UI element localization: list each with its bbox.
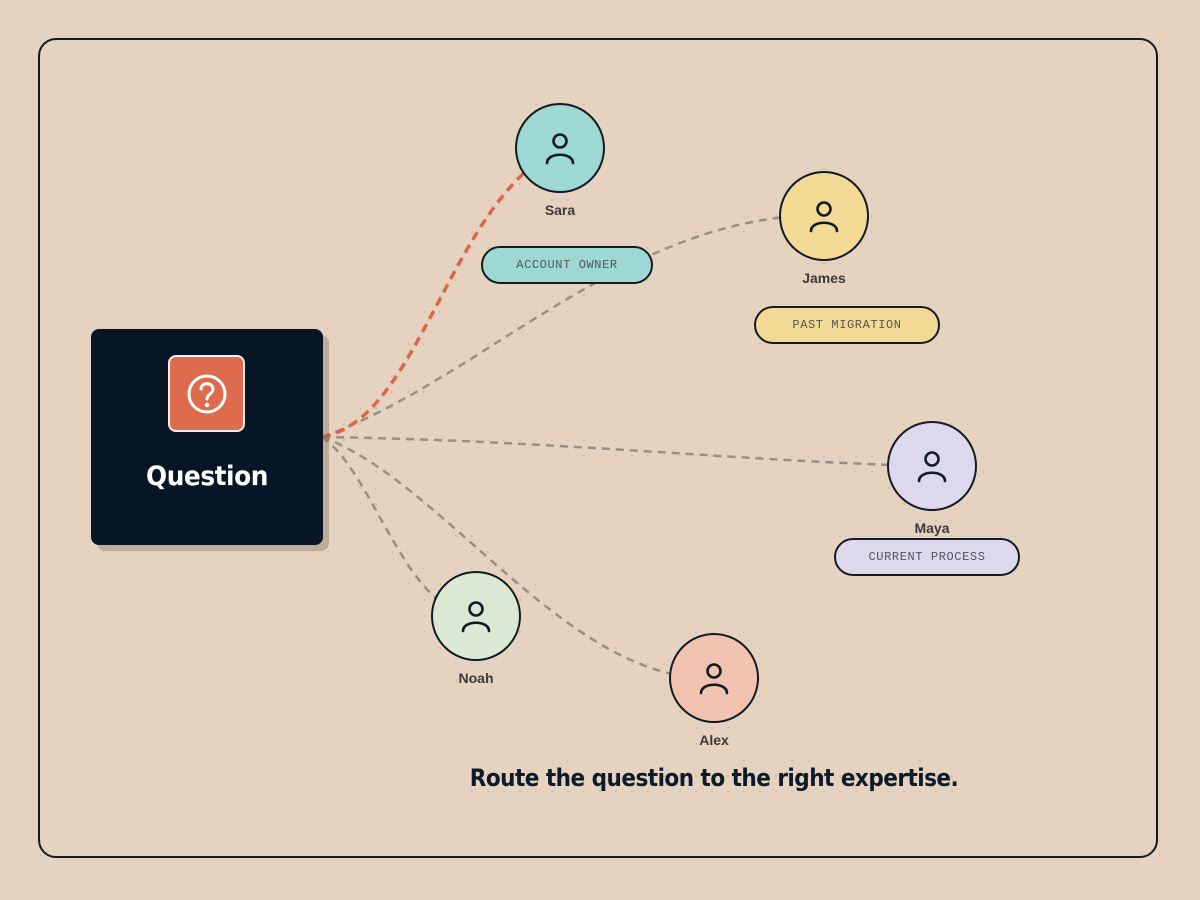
person-node-sara[interactable]	[515, 103, 605, 193]
question-mark-icon	[168, 355, 245, 432]
person-name-noah: Noah	[458, 670, 494, 686]
diagram-frame	[38, 38, 1158, 858]
person-node-alex[interactable]	[669, 633, 759, 723]
person-node-maya[interactable]	[887, 421, 977, 511]
tag-account-owner: ACCOUNT OWNER	[481, 246, 653, 284]
question-label: Question	[146, 461, 268, 492]
person-icon	[699, 663, 729, 695]
person-icon	[461, 601, 491, 633]
diagram-caption: Route the question to the right expertis…	[469, 764, 959, 792]
person-icon	[545, 133, 575, 165]
person-icon	[917, 451, 947, 483]
person-name-sara: Sara	[544, 202, 576, 218]
question-card[interactable]: Question	[91, 329, 323, 545]
tag-past-migration: PAST MIGRATION	[754, 306, 940, 344]
person-icon	[809, 201, 839, 233]
person-name-maya: Maya	[914, 520, 950, 536]
person-node-james[interactable]	[779, 171, 869, 261]
person-name-james: James	[802, 270, 846, 286]
person-node-noah[interactable]	[431, 571, 521, 661]
tag-current-process: CURRENT PROCESS	[834, 538, 1020, 576]
person-name-alex: Alex	[699, 732, 729, 748]
